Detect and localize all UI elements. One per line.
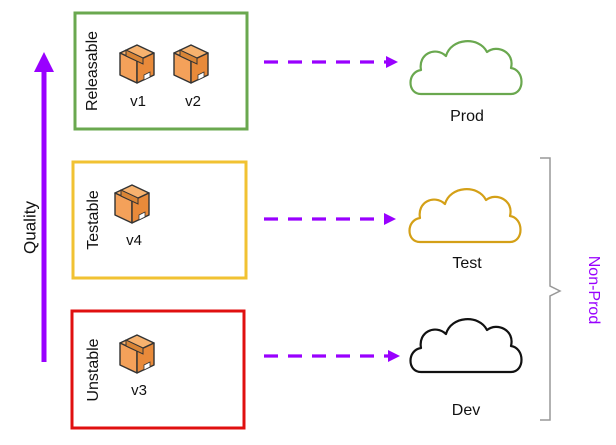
package-box-icon: [119, 334, 155, 374]
testable-stage-label: Testable: [85, 190, 102, 250]
version-label: v2: [185, 93, 201, 110]
quality-axis-arrowhead: [34, 52, 54, 72]
version-label: v3: [131, 382, 147, 399]
unstable-stage-box: [70, 309, 246, 430]
arrowhead: [386, 56, 398, 68]
package-box-icon: [173, 44, 209, 84]
arrowhead: [384, 213, 396, 225]
unstable-stage-label: Unstable: [85, 338, 102, 402]
test-cloud-icon: [408, 188, 522, 244]
version-label: v4: [126, 232, 142, 249]
testable-stage-box: [71, 160, 248, 280]
releasable-stage-label: Releasable: [84, 30, 101, 112]
prod-environment-label: Prod: [450, 108, 484, 125]
package-box-icon: [114, 184, 150, 224]
version-label: v1: [130, 93, 146, 110]
prod-cloud-icon: [409, 40, 523, 96]
quality-axis-label: Quality: [20, 201, 40, 254]
releasable-stage-box: [73, 11, 249, 131]
package-box-icon: [119, 44, 155, 84]
non-prod-group-label: Non-Prod: [585, 255, 602, 325]
test-environment-label: Test: [452, 255, 482, 272]
non-prod-bracket: [540, 157, 562, 421]
dev-cloud-icon: [409, 318, 523, 374]
arrowhead: [388, 350, 400, 362]
dev-environment-label: Dev: [451, 402, 481, 419]
